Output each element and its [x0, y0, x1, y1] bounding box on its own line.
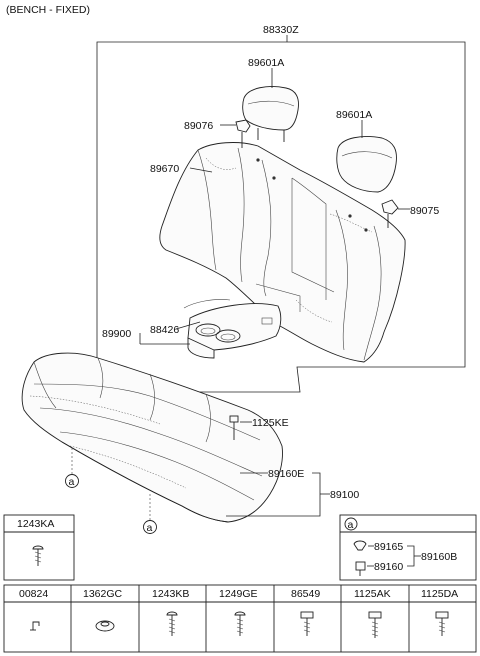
bolt-1125ak-icon	[368, 611, 382, 638]
clip-89076	[235, 119, 251, 148]
headrest-right	[336, 136, 397, 193]
legend-label-1125ak[interactable]: 1125AK	[354, 588, 391, 600]
clip-00824-icon	[30, 621, 40, 631]
clip-89075	[381, 199, 399, 228]
leader-88426	[175, 321, 201, 330]
label-89075[interactable]: 89075	[410, 205, 439, 217]
seat-cushion	[21, 352, 283, 523]
ref-a-1-label[interactable]: a	[69, 476, 75, 488]
label-1125ke[interactable]: 1125KE	[252, 417, 289, 429]
armrest-cupholder	[183, 299, 282, 359]
label-89601a-right[interactable]: 89601A	[336, 109, 372, 121]
label-88330z[interactable]: 88330Z	[263, 24, 299, 36]
bolt-86549-icon	[300, 611, 314, 636]
legend-label-1125da[interactable]: 1125DA	[421, 588, 458, 600]
legend-label-89165[interactable]: 89165	[374, 541, 403, 553]
legend-box-a-ref[interactable]: a	[348, 519, 354, 531]
leader-89100-bracket	[226, 472, 321, 517]
legend-label-89160[interactable]: 89160	[374, 561, 403, 573]
screw-1243kb-icon	[166, 611, 178, 636]
clip-89165-icon	[353, 540, 367, 551]
legend-bracket-89160b	[407, 545, 415, 567]
label-89076[interactable]: 89076	[184, 120, 213, 132]
headrest-left	[242, 86, 299, 142]
legend-bottom-row	[3, 584, 477, 653]
legend-box-a-circle	[344, 517, 358, 531]
legend-box-a	[339, 514, 477, 581]
legend-label-86549[interactable]: 86549	[291, 588, 320, 600]
label-89670[interactable]: 89670	[150, 163, 179, 175]
leader-89670	[189, 167, 213, 173]
legend-label-1243kb[interactable]: 1243KB	[152, 588, 189, 600]
label-88426[interactable]: 88426	[150, 324, 179, 336]
legend-label-1249ge[interactable]: 1249GE	[219, 588, 258, 600]
seat-back-cushion	[159, 142, 406, 363]
label-89601a-left[interactable]: 89601A	[248, 57, 284, 69]
legend-label-1243ka[interactable]: 1243KA	[17, 518, 54, 530]
legend-label-89160b[interactable]: 89160B	[421, 551, 457, 563]
screw-1249ge-icon	[234, 611, 246, 636]
legend-label-1362gc[interactable]: 1362GC	[83, 588, 123, 600]
diagram-title: (BENCH - FIXED)	[6, 4, 90, 16]
legend-label-00824[interactable]: 00824	[19, 588, 48, 600]
ref-a-1-circle	[65, 474, 79, 488]
clip-89160-icon	[355, 561, 366, 576]
label-89900[interactable]: 89900	[102, 328, 131, 340]
legend-box-1243ka	[3, 514, 75, 581]
label-89100[interactable]: 89100	[330, 489, 359, 501]
ref-a-2-label[interactable]: a	[147, 522, 153, 534]
nut-1362gc-icon	[95, 620, 115, 632]
screw-1243ka-icon	[32, 545, 44, 566]
bolt-1125ke	[229, 415, 239, 440]
bolt-1125da-icon	[435, 611, 449, 636]
label-89160e[interactable]: 89160E	[268, 468, 304, 480]
ref-a-2-circle	[143, 520, 157, 534]
